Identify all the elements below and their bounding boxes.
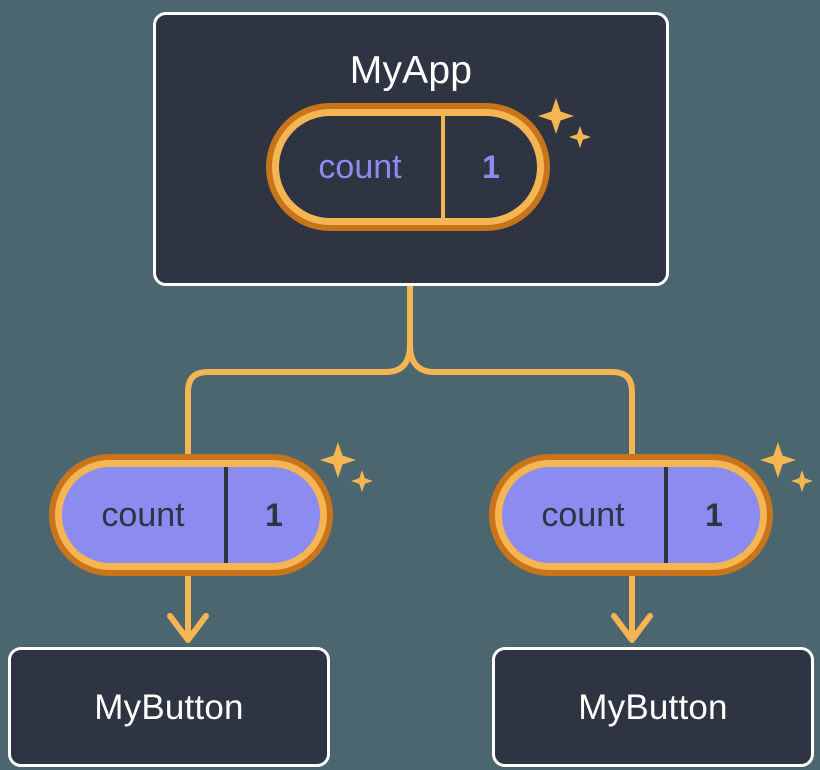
- branch-right-state-pill-wrapper: count 1: [489, 454, 773, 576]
- branch-left-state-value: 1: [224, 467, 320, 563]
- branch-left-state-pill-wrapper: count 1: [49, 454, 333, 576]
- leaf-card-right-label: MyButton: [578, 687, 728, 727]
- root-state-key: count: [318, 148, 402, 186]
- branch-right-state-pill-body: count 1: [502, 467, 760, 563]
- arrow-head-left: [167, 613, 209, 643]
- leaf-card-right[interactable]: MyButton: [492, 647, 814, 767]
- arrow-head-right: [611, 613, 653, 643]
- branch-left-state-pill-body: count 1: [62, 467, 320, 563]
- root-state-pill-wrapper: count 1: [266, 103, 550, 231]
- wire-left-branch: [185, 283, 413, 470]
- page-title: MyApp: [349, 49, 473, 92]
- root-card[interactable]: MyApp: [153, 12, 669, 286]
- branch-right-state-key: count: [541, 496, 625, 534]
- branch-left-state-pill[interactable]: count 1: [49, 454, 333, 576]
- root-state-pill[interactable]: count 1: [266, 103, 550, 231]
- root-state-value: 1: [441, 116, 537, 218]
- branch-left-state-key: count: [101, 496, 185, 534]
- branch-right-state-value: 1: [664, 467, 760, 563]
- leaf-card-left[interactable]: MyButton: [8, 647, 330, 767]
- branch-right-state-pill[interactable]: count 1: [489, 454, 773, 576]
- root-state-pill-body: count 1: [279, 116, 537, 218]
- wire-right-branch: [407, 283, 635, 470]
- leaf-card-left-label: MyButton: [94, 687, 244, 727]
